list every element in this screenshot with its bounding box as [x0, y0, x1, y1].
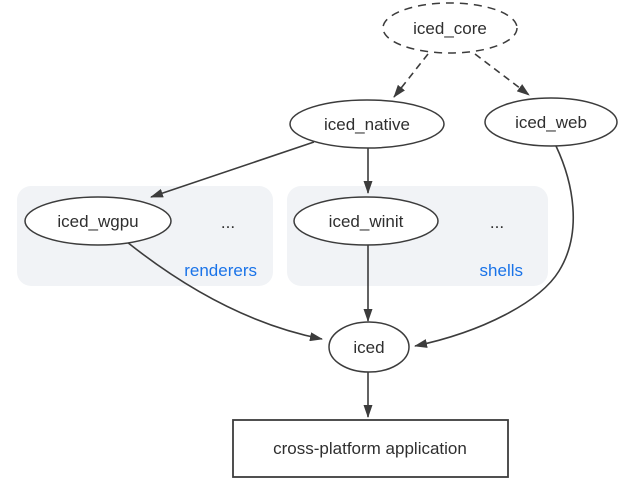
- node-cross-platform-application-label: cross-platform application: [273, 439, 467, 458]
- node-iced-winit-shape: [293, 196, 439, 246]
- node-iced-core-label: iced_core: [413, 19, 487, 38]
- group-renderers-label: renderers: [184, 261, 257, 280]
- group-shells-ellipsis: ...: [490, 213, 504, 232]
- node-iced-wgpu-label: iced_wgpu: [57, 212, 138, 231]
- node-iced-native: iced_native: [289, 99, 445, 149]
- group-shells-label: shells: [480, 261, 523, 280]
- edge-iced_native-iced_wgpu: [150, 141, 315, 198]
- group-renderers-ellipsis: ...: [221, 213, 235, 232]
- node-iced-shape: [328, 321, 410, 373]
- node-iced-web-shape: [484, 97, 618, 147]
- node-iced-native-label: iced_native: [324, 115, 410, 134]
- node-iced: iced: [328, 321, 410, 373]
- node-iced-native-shape: [289, 99, 445, 149]
- edge-iced_core-iced_web: [474, 53, 530, 96]
- node-iced-core: iced_core: [382, 2, 518, 54]
- node-iced-label: iced: [353, 338, 384, 357]
- node-cross-platform-application-shape: [232, 419, 509, 478]
- node-iced-web: iced_web: [484, 97, 618, 147]
- node-iced-wgpu: iced_wgpu: [24, 196, 172, 246]
- node-iced-core-shape: [382, 2, 518, 54]
- node-iced-web-label: iced_web: [515, 113, 587, 132]
- node-iced-winit-label: iced_winit: [329, 212, 404, 231]
- node-iced-wgpu-shape: [24, 196, 172, 246]
- node-cross-platform-application: cross-platform application: [232, 419, 509, 478]
- edge-iced_wgpu-iced: [126, 241, 323, 342]
- edge-iced_core-iced_native: [393, 53, 429, 98]
- node-iced-winit: iced_winit: [293, 196, 439, 246]
- edge-iced_web-iced: [414, 145, 575, 348]
